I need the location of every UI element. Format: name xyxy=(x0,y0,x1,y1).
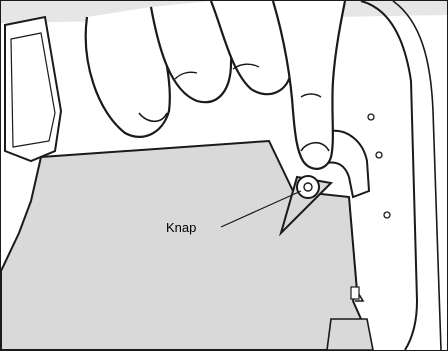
callout-label-knap: Knap xyxy=(166,221,196,234)
screw-hole-2 xyxy=(376,152,382,158)
screw-hole-3 xyxy=(384,212,390,218)
latch-clip xyxy=(351,287,359,299)
grey-housing xyxy=(1,141,363,350)
knob-button xyxy=(297,176,319,198)
device-right-edge xyxy=(361,1,417,350)
bottom-rail xyxy=(327,319,373,350)
screw-hole-1 xyxy=(368,114,374,120)
